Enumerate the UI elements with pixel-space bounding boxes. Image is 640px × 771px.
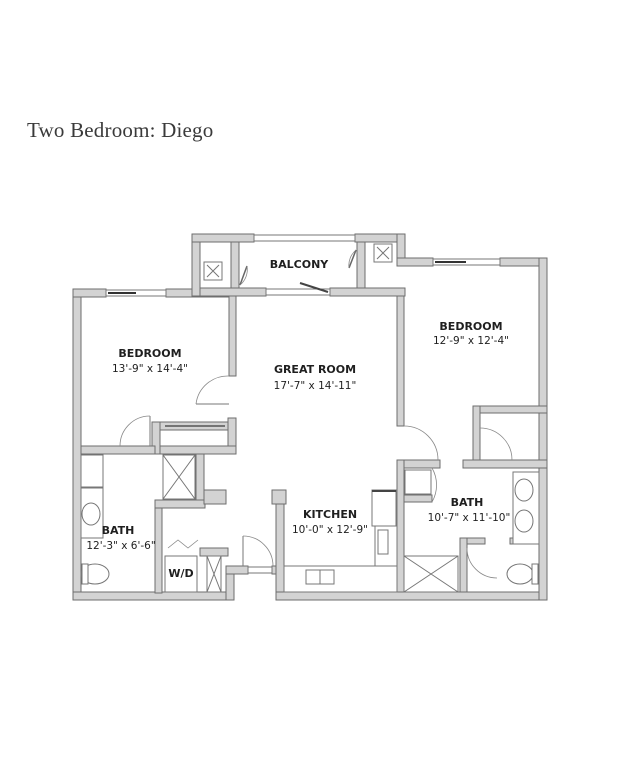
wall-storage-left <box>230 241 240 289</box>
bedroom-left-label: BEDROOM <box>118 347 181 360</box>
wall-balcony-top-a <box>191 233 255 243</box>
toilet-right <box>506 563 534 585</box>
wall-left-outer <box>72 288 82 600</box>
wall-entry-left <box>225 565 249 575</box>
balcony-door <box>299 282 329 293</box>
room-labels: BALCONY BEDROOM 13'-9" x 14'-4" GREAT RO… <box>86 258 510 580</box>
wall-right-outer <box>538 257 548 601</box>
window-balcony <box>253 234 356 242</box>
wall-kitchen-right <box>396 459 405 593</box>
wall-closet-left <box>151 421 161 455</box>
bedroom-right-dimensions: 12'-9" x 12'-4" <box>433 335 509 347</box>
bath-left-dimensions: 12'-3" x 6'-6" <box>86 540 155 552</box>
entry-threshold <box>247 566 273 574</box>
range <box>377 529 389 555</box>
wall-bed-bath-b <box>159 445 237 455</box>
wall-wd-left <box>154 507 163 594</box>
windows <box>105 234 501 574</box>
washer-dryer-label: W/D <box>168 567 193 580</box>
wall-bed-bath-a <box>80 445 156 455</box>
kitchen-dimensions: 10'-0" x 12'-9" <box>292 524 368 536</box>
wall-bottom-left <box>72 591 227 601</box>
wall-left-top-a <box>72 288 107 298</box>
wall-great-top-b <box>329 287 406 297</box>
refrigerator <box>371 489 397 527</box>
wall-rbath-top-a <box>403 459 441 469</box>
great-room-label: GREAT ROOM <box>274 363 356 376</box>
wall-rbath-top-b <box>462 459 548 469</box>
wall-rbath-inner <box>403 494 433 503</box>
wall-wc-top-a <box>466 537 486 545</box>
wall-storage-right <box>356 241 366 289</box>
balcony-label: BALCONY <box>270 258 330 271</box>
wall-linen-top <box>199 547 229 557</box>
sink-right-2 <box>514 509 534 533</box>
wall-shower-bottom <box>154 499 206 509</box>
wall-rcloset-left <box>472 405 481 467</box>
bedroom-right-label: BEDROOM <box>439 320 502 333</box>
wall-balcony-left <box>191 233 201 297</box>
sink-right-1 <box>514 478 534 502</box>
kitchen-label: KITCHEN <box>303 508 357 521</box>
wall-right-top-a <box>396 257 434 267</box>
wall-great-top-a <box>199 287 267 297</box>
wall-rcloset-top <box>472 405 548 414</box>
walls <box>72 233 548 601</box>
plan-title: Two Bedroom: Diego <box>27 118 214 142</box>
wall-great-left <box>228 295 237 377</box>
doors <box>119 249 513 579</box>
bath-right-dimensions: 10'-7" x 11'-10" <box>428 512 511 524</box>
column <box>271 489 287 505</box>
wall-great-right <box>396 295 405 427</box>
fixtures <box>80 243 540 593</box>
sink-left <box>81 502 101 526</box>
washer-dryer <box>164 555 198 593</box>
window-great-room <box>265 288 331 296</box>
kitchen-counter <box>283 565 398 593</box>
wall-wc-left <box>459 537 468 593</box>
wall-stub <box>203 489 227 505</box>
wall-bottom-right <box>275 591 547 601</box>
bedroom-left-dimensions: 13'-9" x 14'-4" <box>112 363 188 375</box>
window-bedroom-right <box>432 258 501 266</box>
bath-right-label: BATH <box>451 496 484 509</box>
wall-kitchen-left <box>275 489 285 601</box>
bath-left-label: BATH <box>102 524 135 537</box>
great-room-dimensions: 17'-7" x 14'-11" <box>274 380 357 392</box>
wall-shower-right <box>195 453 205 507</box>
